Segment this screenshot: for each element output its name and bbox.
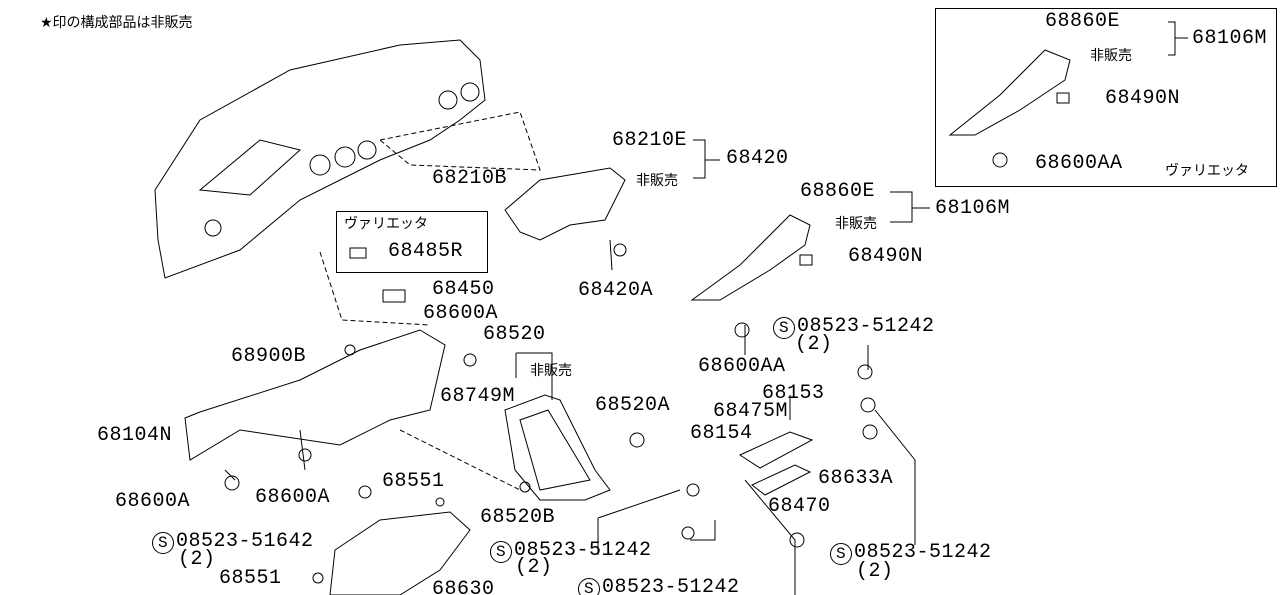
part-label: 68104N	[97, 424, 173, 447]
part-label: 68551	[382, 470, 445, 493]
glove-box	[329, 511, 471, 595]
part-label: 68470	[768, 495, 831, 518]
part-label: 68860E	[1045, 10, 1121, 33]
quantity-label: (2)	[856, 560, 894, 583]
part-label: 68210B	[432, 167, 508, 190]
part-label: 68600A	[115, 490, 191, 513]
note-not-sold: ★印の構成部品は非販売	[40, 15, 193, 31]
not-sold-label: 非販売	[636, 173, 678, 189]
screw-symbol-icon: S	[152, 532, 174, 554]
quantity-label: (2)	[515, 556, 553, 579]
part-label: 68106M	[1192, 27, 1268, 50]
quantity-label: (2)	[795, 333, 833, 356]
screw-symbol-icon: S	[578, 578, 600, 595]
dashboard-panel	[154, 39, 486, 279]
garnish	[738, 431, 814, 469]
part-label: 68154	[690, 422, 753, 445]
part-label: 68633A	[818, 467, 894, 490]
part-label: 68551	[219, 567, 282, 590]
part-label: 68860E	[800, 180, 876, 203]
screw-symbol-icon: S	[830, 543, 852, 565]
screw-symbol-icon: S	[490, 541, 512, 563]
inset-variant-box	[935, 8, 1277, 187]
center-panel	[504, 394, 611, 501]
variant-label: ヴァリエッタ	[344, 216, 428, 232]
part-label: 68520A	[595, 394, 671, 417]
quantity-label: (2)	[178, 548, 216, 571]
part-label: 68420A	[578, 279, 654, 302]
part-label: 68520B	[480, 506, 556, 529]
bracket-inset	[948, 49, 1071, 136]
part-label: 68475M	[713, 400, 789, 423]
part-label: 68630	[432, 578, 495, 595]
part-label: 68420	[726, 147, 789, 170]
bracket	[690, 214, 811, 301]
part-label: 68600A	[423, 302, 499, 325]
part-label: 68600A	[255, 486, 331, 509]
part-label: 68490N	[848, 245, 924, 268]
part-label: 68210E	[612, 129, 688, 152]
variant-box	[336, 211, 488, 273]
part-label: 68153	[762, 382, 825, 405]
part-label: 68106M	[935, 197, 1011, 220]
not-sold-label: 非販売	[835, 216, 877, 232]
part-label: 68485R	[388, 240, 464, 263]
part-label: 68490N	[1105, 87, 1181, 110]
part-label: 68520	[483, 323, 546, 346]
console	[184, 329, 446, 461]
part-label: 68900B	[231, 345, 307, 368]
part-label: 68600AA	[1035, 152, 1123, 175]
part-label: 68600AA	[698, 355, 786, 378]
not-sold-label: 非販売	[1090, 48, 1132, 64]
meter-hood	[504, 167, 626, 241]
part-label: 68450	[432, 278, 495, 301]
not-sold-label: 非販売	[530, 363, 572, 379]
variant-label: ヴァリエッタ	[1165, 163, 1249, 179]
part-label: 68749M	[440, 385, 516, 408]
screw-symbol-icon: S	[773, 317, 795, 339]
